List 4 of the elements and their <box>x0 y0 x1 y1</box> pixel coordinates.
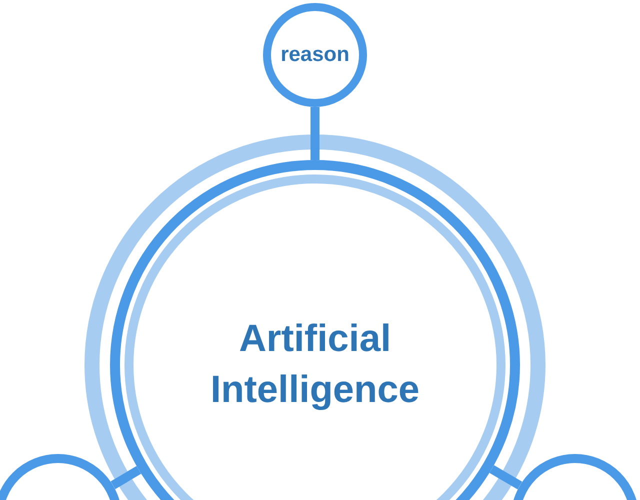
connector-stem <box>489 465 522 490</box>
node-label: reason <box>280 42 350 68</box>
node-label: Artificial Intelligence <box>209 316 421 413</box>
connector-stem <box>110 466 142 490</box>
